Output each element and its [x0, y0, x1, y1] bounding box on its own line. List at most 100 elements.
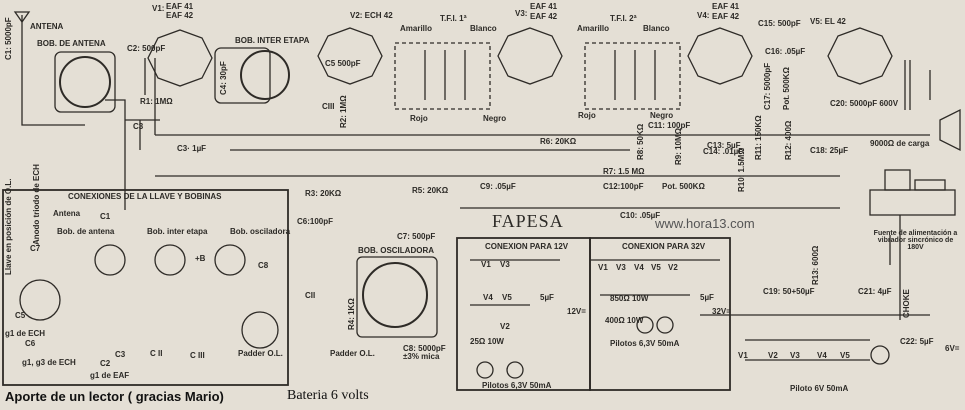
v1-label: V1:: [152, 4, 165, 13]
v4-type-2: EAF 42: [712, 12, 740, 21]
c7-label: C7: 500pF: [397, 232, 436, 241]
box-32v: [589, 237, 731, 391]
cb-c5: C5: [15, 311, 26, 320]
amarillo-2: Amarillo: [577, 24, 610, 33]
box12-v1: V1: [481, 260, 491, 269]
c14-label: C14: .01µF: [703, 147, 744, 156]
tube-v1: [147, 29, 213, 87]
battery-caption: Bateria 6 volts: [287, 388, 369, 403]
c15-label: C15: 500pF: [758, 19, 801, 28]
r6-label: R6: 20KΩ: [540, 137, 577, 146]
negro-2: Negro: [650, 111, 674, 120]
interstage-coil: [240, 50, 290, 100]
box32-v2: V2: [668, 263, 678, 272]
c6-label: C6:100pF: [297, 217, 334, 226]
cb-bob-inter: Bob. inter etapa: [147, 227, 208, 236]
osc-coil-can: [356, 256, 438, 338]
box12-resistor: 25Ω 10W: [470, 337, 504, 346]
c22-label: C22: 5µF: [900, 337, 934, 346]
box32-title: CONEXION PARA 32V: [622, 242, 706, 251]
fil-v1: V1: [738, 351, 748, 360]
antenna-icon: [13, 11, 31, 24]
r4-label: R4: 1KΩ: [347, 298, 356, 330]
c11-label: C11: 100pF: [648, 121, 691, 130]
r9-label: R9: 10MΩ: [674, 127, 683, 165]
v3-label: V3:: [515, 9, 528, 18]
osc-coil-label: BOB. OSCILADORA: [358, 246, 434, 255]
c1-label: C1: 5000pF: [4, 17, 13, 60]
v1-type-1: EAF 41: [166, 2, 194, 11]
cb-bob-osc: Bob. osciladora: [230, 227, 291, 236]
c10-label: C10: .05µF: [620, 211, 661, 220]
tube-v4: [687, 27, 753, 85]
c20-label: C20: 5000pF 600V: [830, 99, 899, 108]
antenna-coil: [59, 56, 111, 108]
switch-wafer: [19, 279, 61, 321]
six-volt-label: 6V=: [945, 344, 960, 353]
connections-title: CONEXIONES DE LA LLAVE Y BOBINAS: [68, 192, 222, 201]
rojo-2: Rojo: [578, 111, 596, 120]
interstage-coil-label: BOB. INTER ETAPA: [235, 36, 310, 45]
cb-g1ech: g1 de ECH: [5, 329, 46, 338]
brand-title: FAPESA: [492, 211, 564, 231]
credit-caption: Aporte de un lector ( gracias Mario): [5, 389, 224, 404]
box32-pilots: Pilotos 6,3V 50mA: [610, 339, 680, 348]
r5-label: R5: 20KΩ: [412, 186, 449, 195]
speaker-icon: [939, 108, 961, 152]
fil-v2: V2: [768, 351, 778, 360]
r10-label: R10: 1.5MΩ: [737, 148, 746, 192]
cb-cii: C II: [150, 349, 163, 358]
pilot-6v-label: Piloto 6V 50mA: [790, 384, 849, 393]
fil-v3: V3: [790, 351, 800, 360]
c13-label: C13: 5µF: [707, 141, 741, 150]
r1-label: R1: 1MΩ: [140, 97, 173, 106]
blanco-1: Blanco: [470, 24, 497, 33]
cb-bob-antena: Bob. de antena: [57, 227, 115, 236]
cb-g1eaf: g1 de EAF: [90, 371, 130, 380]
blanco-2: Blanco: [643, 24, 670, 33]
c2-label: C2: 500pF: [127, 44, 166, 53]
osc-coil: [362, 262, 428, 328]
antenna-label: ANTENA: [30, 22, 64, 31]
v4-label: V4:: [697, 11, 710, 20]
rojo-1: Rojo: [410, 114, 428, 123]
cb-c3: C3: [115, 350, 126, 359]
tube-v3: [497, 27, 563, 85]
cb-ciii: C III: [190, 351, 205, 360]
c8-label: C8: 5000pF ±3% mica: [403, 344, 446, 361]
box32-r2: 400Ω 10W: [605, 316, 644, 325]
c9-label: C9: .05µF: [480, 182, 516, 191]
box32-v5: V5: [651, 263, 661, 272]
c3b-label: C3· 1µF: [177, 144, 207, 153]
supply-label: Fuente de alimentación a vibrador sincró…: [873, 230, 958, 251]
box12-pilots: Pilotos 6,3V 50mA: [482, 381, 552, 390]
v3-type-2: EAF 42: [530, 12, 558, 21]
vibrator-supply-box: [869, 189, 956, 216]
box12-v4: V4: [483, 293, 493, 302]
tfi2-label: T.F.I. 2ª: [610, 14, 637, 23]
cb-padder: Padder O.L.: [238, 349, 283, 358]
tube-v5: [827, 27, 893, 85]
antenna-coil-can: [54, 51, 116, 113]
c17-label: C17: 5000pF: [763, 62, 772, 110]
output-transformer: [904, 60, 931, 110]
ciii-label: CIII: [322, 102, 335, 111]
cb-c8: C8: [258, 261, 269, 270]
r2-label: R2: 1MΩ: [339, 95, 348, 128]
box12-v3: V3: [500, 260, 510, 269]
cb-c2: C2: [100, 359, 111, 368]
cb-anodo: Anodo triodo de ECH: [32, 164, 41, 245]
fil-v4: V4: [817, 351, 827, 360]
cb-plusb: +B: [195, 254, 206, 263]
amarillo-1: Amarillo: [400, 24, 433, 33]
r12-label: R12: 400Ω: [784, 120, 793, 160]
c4-label: C4: 30pF: [219, 61, 228, 95]
cb-c1: C1: [100, 212, 111, 221]
cii-label: CII: [305, 291, 316, 300]
filament-6v: [745, 339, 870, 361]
antenna-coil-label: BOB. DE ANTENA: [37, 39, 106, 48]
v2-label: V2: ECH 42: [350, 11, 393, 20]
pot2-label: Pot. 500KΩ: [782, 67, 791, 110]
ifc1-can: [394, 42, 491, 110]
